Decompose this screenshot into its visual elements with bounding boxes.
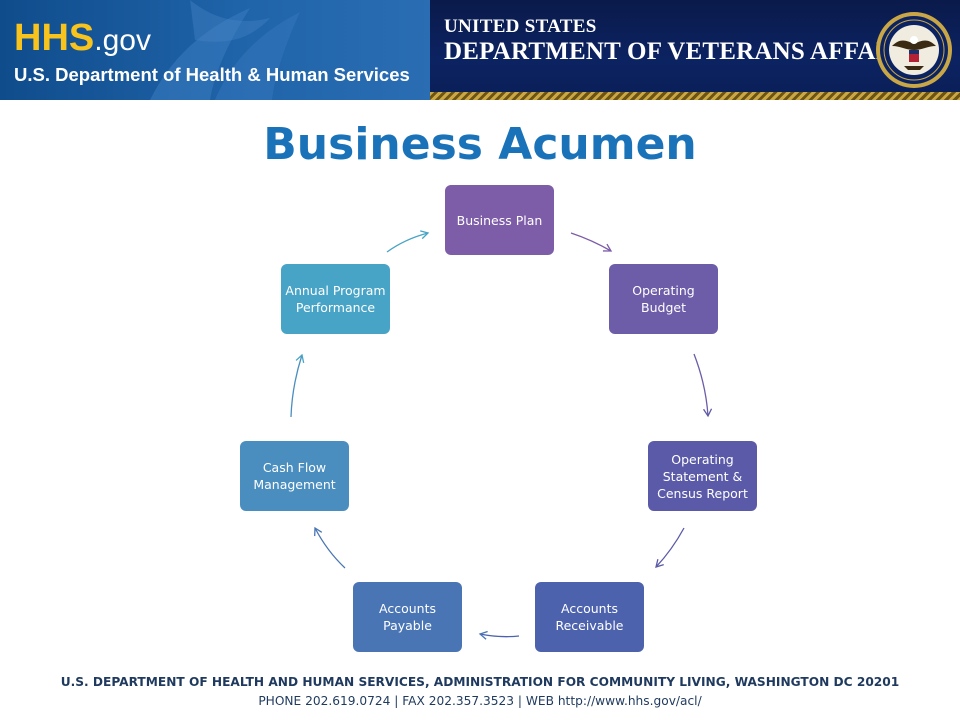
node-label: Annual Program Performance — [285, 283, 386, 315]
va-line-1: UNITED STATES — [444, 16, 597, 37]
node-label: Operating Statement & Census Report — [657, 451, 748, 501]
footer-contact: PHONE 202.619.0724 | FAX 202.357.3523 | … — [258, 694, 702, 708]
node-business-plan[interactable]: Business Plan — [445, 185, 554, 255]
va-line-2: DEPARTMENT OF VETERANS AFFAIRS — [444, 38, 918, 65]
node-label: Cash Flow Management — [253, 460, 336, 492]
va-seal-icon[interactable] — [874, 10, 954, 90]
va-banner: UNITED STATES DEPARTMENT OF VETERANS AFF… — [430, 0, 960, 100]
hhs-eagle-swirl-icon — [150, 0, 300, 100]
va-rope-border — [430, 92, 960, 100]
node-accounts-payable[interactable]: Accounts Payable — [353, 582, 462, 652]
node-label: Accounts Payable — [379, 601, 436, 633]
footer-address: U.S. DEPARTMENT OF HEALTH AND HUMAN SERV… — [60, 675, 900, 689]
hhs-logo-text: HHS — [14, 17, 95, 59]
node-cash-flow-management[interactable]: Cash Flow Management — [240, 441, 349, 511]
node-accounts-receivable[interactable]: Accounts Receivable — [535, 582, 644, 652]
arrow-annual-to-plan — [386, 230, 430, 253]
hhs-banner: HHS.gov U.S. Department of Health & Huma… — [0, 0, 430, 100]
node-label: Operating Budget — [632, 283, 695, 315]
node-operating-statement[interactable]: Operating Statement & Census Report — [648, 441, 757, 511]
page-title: Business Acumen — [263, 119, 697, 170]
arrow-plan-to-budget — [570, 232, 613, 252]
arrow-receivable-to-payable — [478, 630, 520, 640]
hhs-subtitle: U.S. Department of Health & Human Servic… — [14, 64, 410, 85]
arrow-cashflow-to-annual — [290, 353, 305, 418]
arrow-statement-to-receivable — [655, 527, 685, 568]
arrow-budget-to-statement — [693, 353, 713, 418]
node-label: Business Plan — [456, 212, 543, 228]
node-operating-budget[interactable]: Operating Budget — [609, 264, 718, 334]
hhs-logo[interactable]: HHS.gov — [14, 18, 151, 61]
arrow-payable-to-cashflow — [314, 526, 346, 569]
hhs-logo-suffix: .gov — [94, 24, 151, 57]
node-label: Accounts Receivable — [555, 601, 624, 633]
node-annual-program-performance[interactable]: Annual Program Performance — [281, 264, 390, 334]
